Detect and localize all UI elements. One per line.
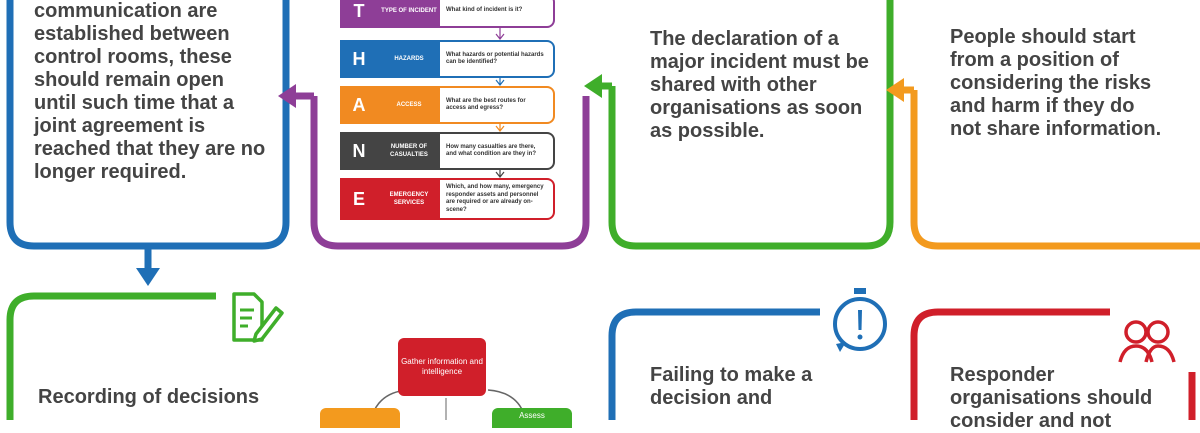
recording-border bbox=[6, 292, 216, 420]
methane-row-h: H HAZARDS What hazards or potential haza… bbox=[340, 40, 555, 78]
methane-letter: A bbox=[340, 86, 378, 124]
flow-lines bbox=[6, 0, 1200, 420]
arrow-head-orange bbox=[886, 78, 904, 102]
recording-text: Recording of decisions bbox=[38, 386, 260, 408]
cycle-left-node bbox=[320, 408, 400, 428]
methane-letter: H bbox=[340, 40, 378, 78]
arrow-head-blue bbox=[136, 268, 160, 286]
methane-question: What are the best routes for access and … bbox=[440, 86, 555, 124]
methane-letter: E bbox=[340, 178, 378, 220]
methane-connectors bbox=[495, 28, 505, 178]
stopwatch-alert-icon bbox=[833, 288, 887, 352]
share-info-border bbox=[910, 90, 1200, 250]
methane-category: HAZARDS bbox=[378, 40, 440, 78]
declaration-text: The declaration of a major incident must… bbox=[650, 28, 869, 142]
methane-question: What kind of incident is it? bbox=[440, 0, 555, 28]
arrow-head-purple bbox=[278, 84, 296, 108]
methane-question: What hazards or potential hazards can be… bbox=[440, 40, 555, 78]
methane-border bbox=[310, 96, 590, 250]
people-icon bbox=[1118, 320, 1176, 363]
share-info-text: People should start from a position of c… bbox=[950, 26, 1162, 140]
methane-row-a: A ACCESS What are the best routes for ac… bbox=[340, 86, 555, 124]
methane-row-t: T TYPE OF INCIDENT What kind of incident… bbox=[340, 0, 555, 28]
methane-row-e: E EMERGENCY SERVICES Which, and how many… bbox=[340, 178, 555, 220]
cycle-assess: Assess bbox=[492, 408, 572, 428]
methane-category: NUMBER OF CASUALTIES bbox=[378, 132, 440, 170]
methane-letter: T bbox=[340, 0, 378, 28]
methane-question: Which, and how many, emergency responder… bbox=[440, 178, 555, 220]
control-rooms-text: communication are established between co… bbox=[34, 0, 266, 183]
methane-question: How many casualties are there, and what … bbox=[440, 132, 555, 170]
cycle-gather: Gather information and intelligence bbox=[398, 338, 486, 396]
arrow-head-green bbox=[584, 74, 602, 98]
failing-text: Failing to make a decision and bbox=[650, 364, 813, 409]
methane-category: TYPE OF INCIDENT bbox=[378, 0, 440, 28]
methane-category: ACCESS bbox=[378, 86, 440, 124]
declaration-border bbox=[608, 0, 894, 250]
methane-category: EMERGENCY SERVICES bbox=[378, 178, 440, 220]
responder-text: Responder organisations should consider … bbox=[950, 364, 1153, 432]
failing-border bbox=[608, 308, 820, 420]
document-pen-icon bbox=[232, 292, 284, 343]
methane-letter: N bbox=[340, 132, 378, 170]
responder-border bbox=[910, 308, 1110, 420]
methane-row-n: N NUMBER OF CASUALTIES How many casualti… bbox=[340, 132, 555, 170]
